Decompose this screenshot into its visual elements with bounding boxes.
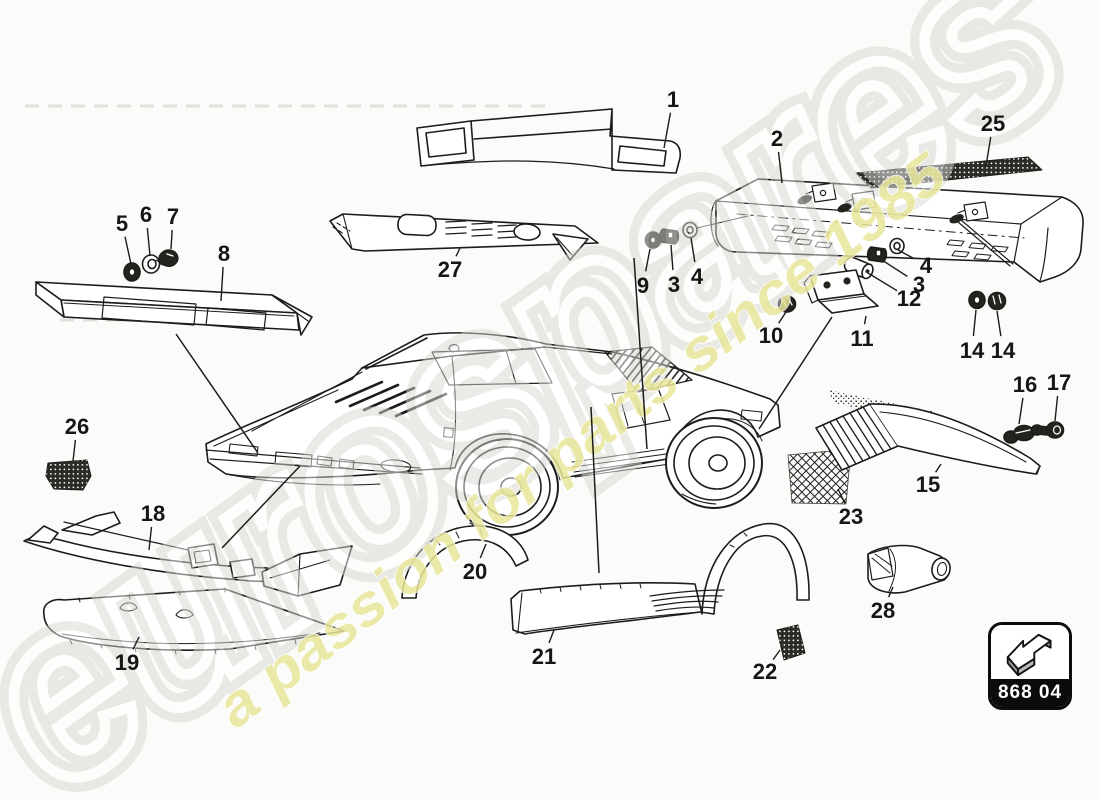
callout-leader-5 (124, 236, 132, 265)
car-countach-drawing (205, 332, 781, 539)
fastener-3-nut-right (866, 246, 888, 263)
callout-17[interactable]: 17 (1047, 370, 1071, 395)
callout-leader-14 (972, 309, 977, 337)
callout-19[interactable]: 19 (115, 650, 139, 675)
fastener-5-washer (123, 262, 141, 282)
callout-leader-22 (772, 649, 781, 661)
callout-8[interactable]: 8 (218, 241, 230, 266)
callout-leader-lines (72, 112, 1059, 661)
callout-22[interactable]: 22 (753, 659, 777, 684)
callout-leader-16 (1018, 397, 1024, 425)
callout-16[interactable]: 16 (1013, 372, 1037, 397)
callout-28[interactable]: 28 (871, 598, 895, 623)
callout-3-9[interactable]: 3 (668, 272, 680, 297)
part-11-bracket (803, 269, 879, 314)
part-21-side-skirt (510, 522, 810, 635)
callout-20[interactable]: 20 (463, 559, 487, 584)
callout-5[interactable]: 5 (116, 211, 128, 236)
callout-2[interactable]: 2 (771, 126, 783, 151)
callout-leader-15 (935, 463, 942, 473)
callout-leader-12 (867, 272, 898, 292)
part-2-rear-bumper (696, 178, 1084, 283)
leader-lines (175, 257, 833, 574)
fastener-4-washer-left (682, 221, 698, 239)
callout-9[interactable]: 9 (637, 273, 649, 298)
part-18-front-spoiler (23, 511, 353, 597)
callout-27[interactable]: 27 (438, 257, 462, 282)
part-number-badge: 868 04 (988, 622, 1072, 710)
callout-leader-27 (455, 247, 461, 257)
fastener-3-nut-left (658, 228, 680, 245)
callout-leader-3 (670, 244, 674, 271)
callout-leader-11 (863, 315, 867, 325)
callout-25[interactable]: 25 (981, 111, 1005, 136)
part-17-screw (1036, 421, 1065, 439)
part-number-code: 868 04 (991, 679, 1069, 707)
callout-leader-21 (548, 629, 555, 644)
callout-leader-1 (663, 112, 672, 149)
fastener-14-nut (987, 291, 1007, 311)
callout-leader-4 (690, 237, 696, 263)
callout-1[interactable]: 1 (667, 87, 679, 112)
callout-leader-14 (996, 310, 1002, 337)
callout-leader-7 (170, 229, 173, 250)
callout-3-12[interactable]: 3 (913, 272, 925, 297)
fastener-6-nut (141, 254, 161, 274)
callout-12[interactable]: 12 (897, 286, 921, 311)
callout-11[interactable]: 11 (850, 326, 873, 351)
part-8-front-bumper (35, 281, 313, 336)
part-26-mesh-insert (45, 459, 92, 491)
callout-leader-23 (837, 488, 846, 504)
callout-leader-6 (146, 227, 151, 257)
part-19-undertray (42, 587, 345, 655)
callout-4-13[interactable]: 4 (920, 253, 933, 278)
callout-4-10[interactable]: 4 (691, 264, 704, 289)
part-1-bumper-blade (416, 108, 682, 174)
part-15-intake-scoop (815, 390, 1041, 475)
part-25-mesh-grille (855, 156, 1043, 189)
callout-14-17[interactable]: 14 (991, 338, 1016, 363)
part-22-mesh-piece (776, 624, 806, 661)
callout-leader-9 (644, 248, 651, 272)
callout-leader-18 (148, 526, 153, 551)
callout-leader-8 (220, 266, 224, 302)
callout-leader-20 (479, 543, 487, 559)
fastener-14-washer (968, 290, 986, 310)
callout-leader-10 (778, 311, 787, 324)
callout-23[interactable]: 23 (839, 504, 863, 529)
callout-leader-4 (897, 249, 914, 260)
callout-15[interactable]: 15 (916, 472, 940, 497)
callout-leader-25 (985, 136, 992, 167)
fastener-4-washer-right (889, 237, 905, 255)
callout-6[interactable]: 6 (140, 202, 152, 227)
callout-10[interactable]: 10 (759, 323, 783, 348)
callout-leader-3 (881, 259, 908, 277)
fastener-10-nut (777, 295, 797, 313)
rear-wheel (665, 417, 763, 509)
callout-7[interactable]: 7 (167, 204, 179, 229)
callout-leader-26 (72, 439, 77, 462)
part-27-vent-panel (329, 213, 599, 261)
callout-leader-28 (887, 586, 894, 598)
part-20-wheel-arch-front (401, 525, 529, 599)
front-wheel (455, 438, 559, 539)
part-28-air-duct (867, 544, 951, 594)
callout-26[interactable]: 26 (65, 414, 89, 439)
fastener-7-cap-nut (158, 249, 179, 267)
superseded-arrow-icon (991, 625, 1069, 679)
callout-21[interactable]: 21 (532, 644, 556, 669)
callout-leader-2 (777, 151, 783, 184)
callout-leader-17 (1054, 395, 1059, 422)
callout-leader-19 (132, 636, 140, 650)
callout-18[interactable]: 18 (141, 501, 165, 526)
callout-14-16[interactable]: 14 (960, 338, 985, 363)
